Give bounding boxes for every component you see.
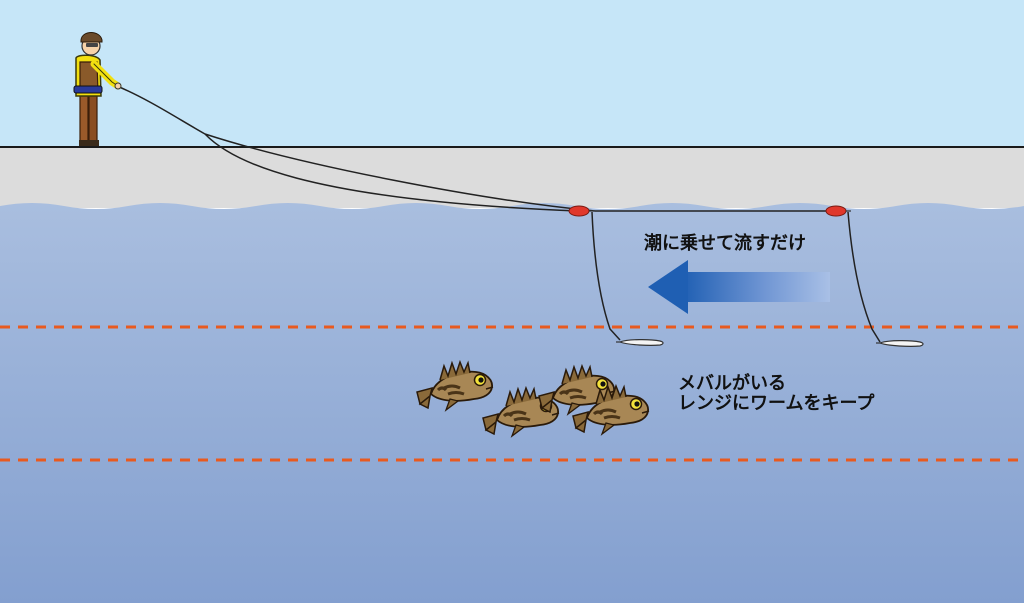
range-caption-line2: レンジにワームをキープ xyxy=(678,393,875,414)
sky xyxy=(0,0,1024,148)
drift-caption: 潮に乗せて流すだけ xyxy=(644,233,806,254)
current-arrow-icon xyxy=(648,260,830,314)
range-caption-line1: メバルがいる xyxy=(678,373,786,394)
fishing-lines xyxy=(116,85,881,343)
angler-icon xyxy=(73,32,122,146)
pier-surface xyxy=(0,146,1024,208)
range-caption: メバルがいる レンジにワームをキープ xyxy=(678,374,874,414)
